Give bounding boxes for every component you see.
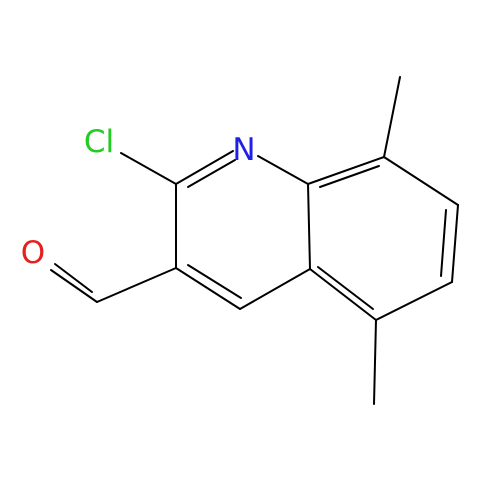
bond-n-c8a	[257, 155, 309, 185]
atom-nitrogen: N	[232, 132, 255, 168]
atom-chlorine: Cl	[84, 124, 114, 160]
bond-c6-c5	[375, 281, 453, 321]
bond-c2-n-inner	[187, 159, 236, 188]
bonds	[50, 76, 459, 405]
bond-c4a-c8a	[307, 183, 311, 270]
bond-c7-c6-inner	[440, 209, 447, 277]
atom-labels: Cl N O	[21, 124, 256, 271]
atom-oxygen: O	[21, 235, 45, 271]
bond-c8a-c8-inner	[319, 165, 380, 188]
bond-c4-c4a	[239, 268, 311, 310]
bond-c7-c6	[451, 204, 459, 283]
bond-c3-cho	[96, 267, 177, 303]
bond-c5-c4a-inner	[317, 266, 374, 310]
bond-c3-c4-inner	[187, 264, 242, 299]
bond-c2-n	[175, 150, 234, 185]
bond-c5-methyl	[373, 319, 377, 405]
bond-c5-c4a	[309, 268, 377, 321]
bond-cho-o	[50, 269, 98, 303]
bond-cho-o-inner	[54, 263, 93, 293]
bond-c8-methyl	[383, 76, 401, 158]
bond-c8a-c8	[307, 156, 385, 185]
bond-c8-c7	[383, 156, 459, 206]
bond-c2-cl	[120, 152, 177, 185]
bond-c3-c4	[175, 267, 241, 310]
